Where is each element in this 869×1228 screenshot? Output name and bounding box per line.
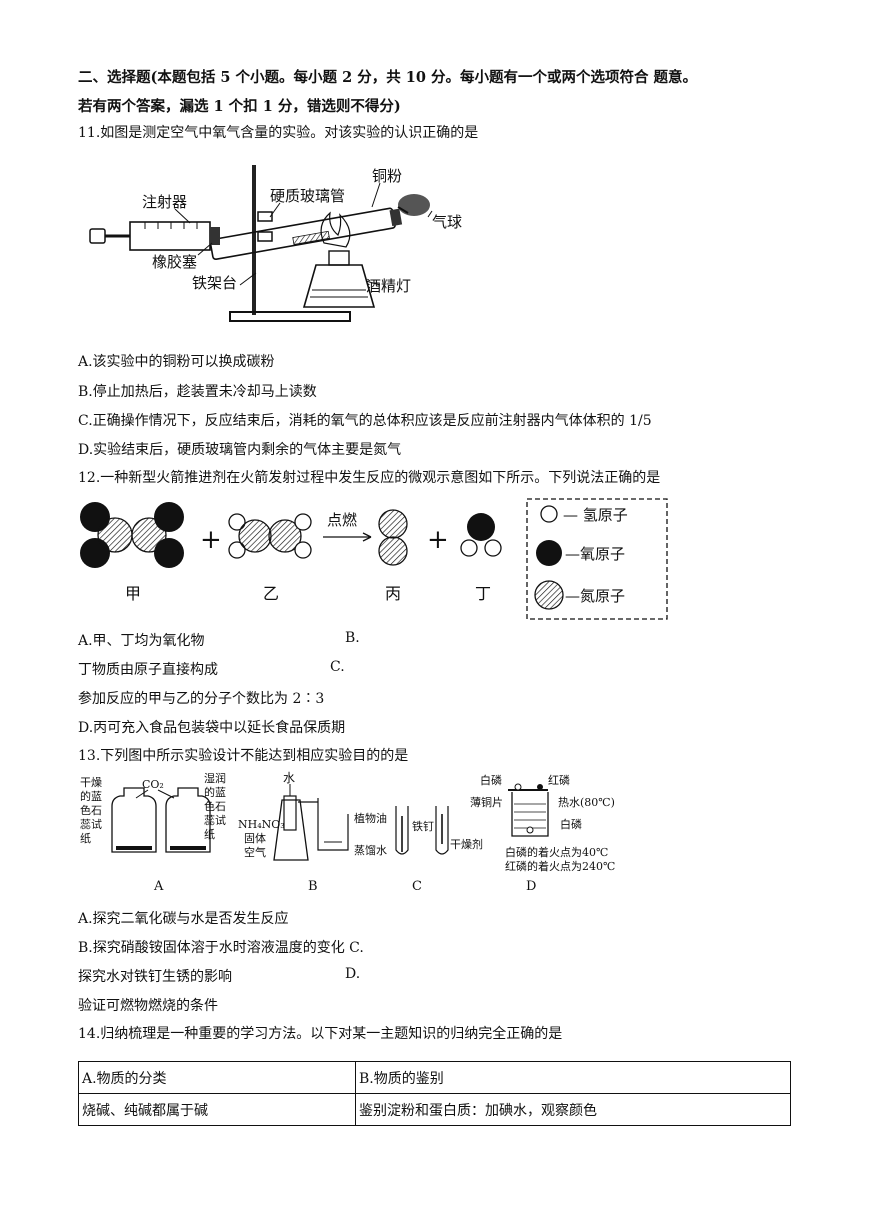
- label-copper-powder: 铜粉: [372, 167, 402, 185]
- q13-option-d-letter: D.: [345, 966, 361, 982]
- q11-option-c: C.正确操作情况下，反应结束后，消耗的氧气的总体积应该是反应前注射器内气体体积的…: [78, 413, 652, 429]
- distilled-water-label: 蒸馏水: [354, 843, 387, 857]
- figure-b: 水 NH₄NO₃ 固体 空气 B: [238, 771, 349, 894]
- q13-option-d-text: 验证可燃物燃烧的条件: [78, 998, 218, 1014]
- q12-option-b-text: 丁物质由原子直接构成: [78, 662, 218, 678]
- label-balloon: 气球: [432, 213, 462, 231]
- solid-label: NH₄NO₃: [238, 818, 285, 831]
- svg-text:蕊试: 蕊试: [204, 814, 226, 827]
- red-phosphorus-label: 红磷: [548, 774, 570, 787]
- figure-c: 植物油 蒸馏水 铁钉 干燥剂 C: [354, 806, 483, 894]
- table-cell: B.物质的鉴别: [355, 1061, 791, 1094]
- svg-text:蕊试: 蕊试: [80, 818, 102, 831]
- figure-a-letter: A: [153, 879, 164, 894]
- label-iron-stand: 铁架台: [192, 274, 237, 292]
- table-row: A.物质的分类 B.物质的鉴别: [78, 1061, 791, 1094]
- white-phosphorus-label-2: 白磷: [560, 817, 582, 831]
- section-header-line2: 若有两个答案，漏选 1 个扣 1 分，错选则不得分): [78, 98, 401, 115]
- svg-text:色石: 色石: [204, 799, 226, 813]
- question-11-stem: 11.如图是测定空气中氧气含量的实验。对该实验的认识正确的是: [78, 125, 479, 141]
- table-row: 烧碱、纯碱都属于碱 鉴别淀粉和蛋白质：加碘水，观察颜色: [78, 1093, 791, 1126]
- gas-label: CO₂: [142, 778, 164, 791]
- figure-d: 白磷 红磷 薄铜片 热水(80℃) 白磷 白磷的着火点为40℃ 红磷的着火点为2…: [470, 773, 615, 894]
- q11-option-b: B.停止加热后，趁装置未冷却马上读数: [78, 384, 317, 400]
- question-12-stem: 12.一种新型火箭推进剂在火箭发射过程中发生反应的微观示意图如下所示。下列说法正…: [78, 470, 661, 486]
- q12-option-a: A.甲、丁均为氧化物: [78, 633, 205, 649]
- label-rubber-stopper: 橡胶塞: [152, 253, 197, 271]
- legend-nitrogen: —氮原子: [565, 587, 625, 605]
- q14-table: A.物质的分类 B.物质的鉴别 烧碱、纯碱都属于碱 鉴别淀粉和蛋白质：加碘水，观…: [78, 1061, 791, 1126]
- ignition-note-2: 红磷的着火点为240℃: [505, 859, 615, 873]
- figure-a: 干燥 的蓝 色石 蕊试 纸 CO₂ 湿润 的蓝 色石 蕊试 纸 A: [80, 771, 226, 894]
- q13-experiments-figure: 干燥 的蓝 色石 蕊试 纸 CO₂ 湿润 的蓝 色石 蕊试 纸 A 水 NH₄N…: [80, 771, 615, 894]
- q11-option-d: D.实验结束后，硬质玻璃管内剩余的气体主要是氮气: [78, 442, 402, 458]
- species-yi: 乙: [263, 584, 279, 603]
- figure-b-letter: B: [308, 879, 318, 894]
- table-cell: 烧碱、纯碱都属于碱: [78, 1093, 356, 1126]
- ignition-note-1: 白磷的着火点为40℃: [505, 845, 608, 859]
- q12-option-c-letter: C.: [330, 659, 345, 675]
- table-cell: A.物质的分类: [78, 1061, 356, 1094]
- plus-sign-1: +: [200, 525, 222, 555]
- species-jia: 甲: [125, 584, 141, 603]
- figure-c-letter: C: [412, 879, 422, 894]
- svg-text:干燥: 干燥: [80, 776, 102, 789]
- table-cell: 鉴别淀粉和蛋白质：加碘水，观察颜色: [355, 1093, 791, 1126]
- air-label: 空气: [244, 845, 266, 859]
- q12-reaction-figure: + 点燃 + 甲 乙 丙 丁 — 氢原子 —氧原子 —氮原子: [80, 498, 668, 620]
- label-alcohol-lamp: 酒精灯: [366, 277, 411, 295]
- q12-option-c-text: 参加反应的甲与乙的分子个数比为 2∶3: [78, 691, 325, 707]
- solid-label-2: 固体: [244, 831, 266, 845]
- nail-label: 铁钉: [412, 820, 434, 833]
- legend-box: [526, 498, 668, 620]
- desiccant-label: 干燥剂: [450, 837, 483, 851]
- legend-oxygen: —氧原子: [565, 545, 625, 563]
- q13-option-a: A.探究二氧化碳与水是否发生反应: [78, 911, 289, 927]
- q13-option-b: B.探究硝酸铵固体溶于水时溶液温度的变化 C.: [78, 940, 364, 956]
- white-phosphorus-label: 白磷: [480, 773, 502, 787]
- legend-hydrogen: — 氢原子: [563, 506, 628, 524]
- section-header-line1: 二、选择题(本题包括 5 个小题。每小题 2 分，共 10 分。每小题有一个或两…: [78, 69, 698, 86]
- label-glass-tube: 硬质玻璃管: [270, 187, 345, 205]
- label-syringe: 注射器: [142, 193, 187, 211]
- oil-label: 植物油: [354, 811, 387, 825]
- hot-water-label: 热水(80℃): [558, 796, 615, 809]
- reaction-condition: 点燃: [327, 511, 357, 529]
- q11-apparatus-figure: 注射器 橡胶塞 铁架台 硬质玻璃管 铜粉 气球 酒精灯: [89, 165, 462, 322]
- q13-option-c-text: 探究水对铁钉生锈的影响: [78, 969, 232, 985]
- q11-option-a: A.该实验中的铜粉可以换成碳粉: [78, 354, 275, 370]
- copper-sheet-label: 薄铜片: [470, 795, 503, 809]
- q12-option-b-letter: B.: [345, 630, 360, 646]
- question-14-stem: 14.归纳梳理是一种重要的学习方法。以下对某一主题知识的归纳完全正确的是: [78, 1026, 563, 1042]
- svg-text:纸: 纸: [80, 832, 91, 845]
- svg-text:的蓝: 的蓝: [80, 789, 102, 803]
- figure-d-letter: D: [526, 879, 536, 894]
- species-bing: 丙: [385, 584, 401, 603]
- svg-text:的蓝: 的蓝: [204, 785, 226, 799]
- water-label: 水: [283, 771, 295, 785]
- svg-text:湿润: 湿润: [204, 771, 226, 785]
- plus-sign-2: +: [427, 525, 449, 555]
- question-13-stem: 13.下列图中所示实验设计不能达到相应实验目的的是: [78, 748, 409, 764]
- q12-option-d: D.丙可充入食品包装袋中以延长食品保质期: [78, 720, 346, 736]
- svg-text:纸: 纸: [204, 828, 215, 841]
- svg-text:色石: 色石: [80, 803, 102, 817]
- species-ding: 丁: [475, 584, 491, 603]
